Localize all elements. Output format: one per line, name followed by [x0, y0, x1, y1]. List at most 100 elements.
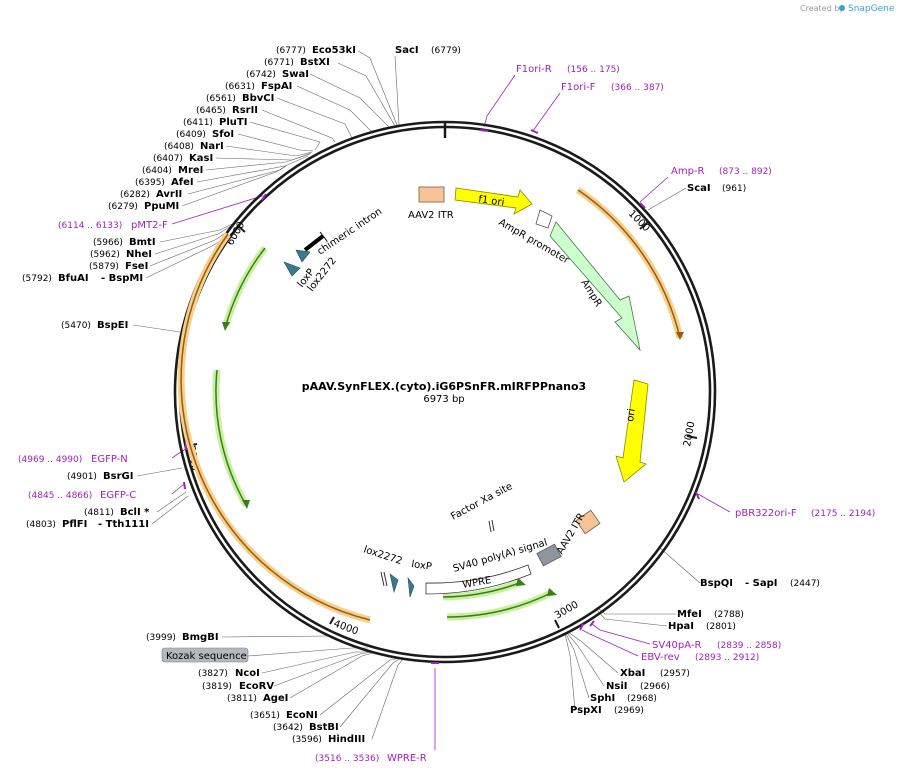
enzyme-name[interactable]: BclI * [120, 507, 150, 518]
loxp-bottom-left-arrow [389, 573, 399, 594]
enzyme-name[interactable]: - SapI [745, 578, 777, 589]
enzyme-pos: (6395) [135, 178, 165, 188]
enzyme-name[interactable]: PflFI [62, 519, 87, 530]
enzyme-labels-left: (6777) Eco53kI SacI (6779) (6771) BstXI … [22, 45, 461, 745]
orange-arc-right-head [676, 332, 684, 340]
enzyme-name[interactable]: RsrII [232, 105, 258, 116]
primer-name[interactable]: pMT2-F [131, 220, 168, 231]
enzyme-pos: (6282) [120, 190, 150, 200]
enzyme-name[interactable]: SfoI [212, 129, 234, 140]
enzyme-name[interactable]: NarI [200, 141, 224, 152]
loxp-bottom-right-arrow [407, 576, 415, 598]
enzyme-name[interactable]: PspXI [570, 705, 602, 716]
enzyme-name[interactable]: BstXI [300, 57, 330, 68]
enzyme-name[interactable]: BsrGI [103, 471, 133, 482]
enzyme-pos: (3811) [227, 694, 257, 704]
enzyme-name[interactable]: MreI [178, 165, 203, 176]
enzyme-name[interactable]: EcoRV [239, 681, 274, 692]
lox2272-top-arrow [283, 261, 301, 277]
enzyme-name[interactable]: - BspMI [101, 273, 143, 284]
enzyme-name[interactable]: PluTI [219, 117, 247, 128]
cds-arc-1-glow [222, 245, 268, 326]
credit-text: Created by [800, 4, 844, 13]
enzyme-name[interactable]: NsiI [606, 681, 627, 692]
enzyme-name[interactable]: - Tth111I [98, 519, 149, 530]
primer-name[interactable]: pBR322ori-F [735, 508, 797, 519]
orange-arc-right [577, 189, 681, 339]
tick-label-6000: 6000 [225, 220, 247, 248]
enzyme-name[interactable]: BspQI [700, 578, 733, 589]
enzyme-name[interactable]: BmtI [129, 237, 156, 248]
factor-xa-label: Factor Xa site [449, 481, 514, 523]
enzyme-name[interactable]: Eco53kI [312, 45, 356, 56]
enzyme-pos: (5966) [93, 238, 123, 248]
kozak-sequence-label: Kozak sequence [166, 651, 247, 662]
enzyme-pos: (4811) [84, 508, 114, 518]
enzyme-name[interactable]: EcoNI [286, 710, 318, 721]
enzyme-pos: (5962) [90, 250, 120, 260]
enzyme-name[interactable]: XbaI [620, 668, 645, 679]
enzyme-pos: (3819) [202, 682, 232, 692]
aav2-itr-right-label: AAV2 ITR [555, 511, 587, 556]
primer-range: (2175 .. 2194) [811, 509, 875, 519]
primer-name[interactable]: F1ori-F [561, 82, 596, 93]
enzyme-name[interactable]: HindIII [328, 734, 365, 745]
ori-label: ori [625, 408, 638, 422]
enzyme-pos: (6411) [183, 118, 213, 128]
enzyme-name[interactable]: BmgBI [182, 632, 219, 643]
enzyme-name[interactable]: AfeI [171, 177, 194, 188]
cds-arc-3-head [516, 578, 526, 586]
enzyme-pos: (2969) [614, 706, 644, 716]
enzyme-name[interactable]: NheI [126, 249, 152, 260]
enzyme-name[interactable]: HpaI [668, 621, 694, 632]
enzyme-name[interactable]: BstBI [309, 722, 339, 733]
enzyme-pos: (3642) [273, 723, 303, 733]
kozak-sequence-tag[interactable] [161, 647, 249, 663]
primer-range: (156 .. 175) [567, 65, 620, 75]
enzyme-pos: (4803) [26, 520, 56, 530]
primer-name[interactable]: WPRE-R [387, 753, 427, 764]
enzyme-name[interactable]: BfuAI [58, 273, 89, 284]
loxp-top-arrow [295, 249, 311, 263]
enzyme-leader-lines [132, 50, 701, 740]
orange-arc-left-glow [177, 231, 371, 624]
primer-name[interactable]: Amp-R [671, 166, 705, 177]
plasmid-length: 6973 bp [423, 394, 464, 405]
primer-name[interactable]: EGFP-C [100, 490, 136, 501]
primer-name[interactable]: SV40pA-R [652, 640, 701, 651]
enzyme-pos: (6409) [176, 130, 206, 140]
enzyme-name[interactable]: BspEI [97, 320, 128, 331]
enzyme-pos: (3999) [146, 633, 176, 643]
enzyme-name[interactable]: PpuMI [144, 201, 179, 212]
enzyme-name[interactable]: ScaI [687, 183, 711, 194]
enzyme-name[interactable]: FspAI [261, 81, 292, 92]
enzyme-name[interactable]: SwaI [282, 69, 309, 80]
enzyme-name[interactable]: FseI [125, 261, 148, 272]
primer-name[interactable]: F1ori-R [516, 64, 552, 75]
primer-range: (873 .. 892) [719, 167, 772, 177]
primer-name[interactable]: EBV-rev [641, 652, 680, 663]
aav2-itr-right-box [575, 509, 601, 535]
enzyme-pos: (5792) [22, 274, 52, 284]
enzyme-name[interactable]: KasI [189, 153, 213, 164]
ampr-arrow [549, 221, 641, 352]
enzyme-name[interactable]: SacI [395, 45, 419, 56]
enzyme-name[interactable]: AvrII [156, 189, 182, 200]
enzyme-name[interactable]: AgeI [263, 693, 288, 704]
enzyme-pos: (6631) [225, 82, 255, 92]
enzyme-pos: (3651) [250, 711, 280, 721]
enzyme-name[interactable]: SphI [590, 693, 615, 704]
primer-name[interactable]: EGFP-N [91, 454, 128, 465]
enzyme-pos: (6465) [196, 106, 226, 116]
snapgene-logo: SnapGene [848, 4, 895, 14]
enzyme-name[interactable]: BbvCI [242, 93, 274, 104]
enzyme-name[interactable]: MfeI [677, 609, 702, 620]
ori-arrow [615, 379, 649, 483]
enzyme-pos: (6779) [431, 46, 461, 56]
enzyme-pos: (6407) [153, 154, 183, 164]
cds-arc-1 [225, 247, 266, 326]
enzyme-name[interactable]: NcoI [235, 668, 260, 679]
aav2-itr-left-box [418, 186, 445, 203]
wpre-label: WPRE [462, 575, 493, 591]
